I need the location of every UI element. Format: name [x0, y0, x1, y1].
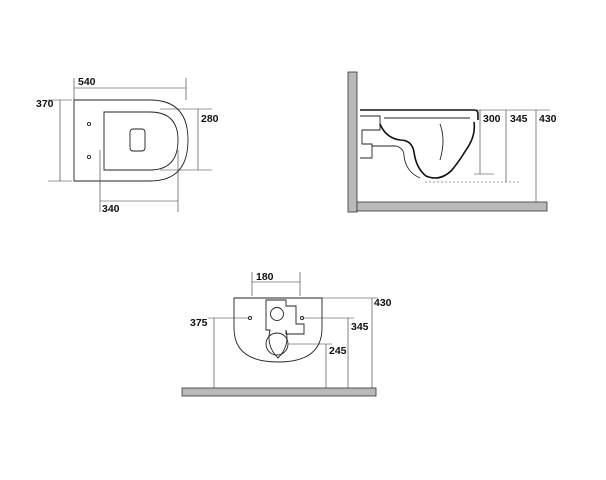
- dim-offset-340: 340: [99, 150, 179, 215]
- bowl-side: [360, 109, 479, 179]
- dim-width-540: 540: [73, 76, 187, 100]
- top-view: 540 370 280 340: [36, 76, 219, 215]
- rear-view: 180 375 345 245 430: [181, 271, 392, 397]
- label-540: 540: [78, 76, 96, 88]
- floor: [356, 201, 548, 212]
- label-345: 345: [510, 113, 528, 125]
- bowl-outline-top: [73, 99, 189, 182]
- dim-430-rear: 430: [322, 297, 392, 388]
- dim-245: 245: [288, 343, 347, 388]
- dim-345: 345: [500, 109, 530, 182]
- fixing-hole-upper: [86, 121, 92, 127]
- seat-outline-top: [103, 111, 179, 171]
- flush-hole-top: [129, 128, 146, 152]
- dim-300: 300: [474, 109, 501, 175]
- label-345-rear: 345: [351, 321, 369, 333]
- dim-seat-280: 280: [160, 108, 219, 171]
- label-245: 245: [329, 345, 347, 357]
- label-430: 430: [539, 113, 557, 125]
- bracket-rear: [265, 299, 305, 359]
- bowl-outline-rear: [233, 297, 323, 363]
- dim-180: 180: [251, 271, 301, 296]
- label-340: 340: [102, 203, 120, 215]
- inlet-hole: [270, 307, 284, 321]
- label-300: 300: [483, 113, 501, 125]
- label-430-rear: 430: [374, 297, 392, 309]
- label-180: 180: [256, 271, 274, 283]
- label-375: 375: [190, 317, 208, 329]
- fixing-hole-lower: [86, 154, 92, 160]
- wall: [347, 71, 358, 213]
- dim-depth-370: 370: [36, 98, 72, 182]
- dim-430: 430: [530, 109, 557, 202]
- dim-345-rear: 345: [302, 317, 369, 388]
- dim-375: 375: [190, 317, 250, 388]
- side-view: 300 345 430: [347, 71, 557, 213]
- label-280: 280: [201, 113, 219, 125]
- label-370: 370: [36, 98, 54, 110]
- rear-floor: [181, 387, 377, 397]
